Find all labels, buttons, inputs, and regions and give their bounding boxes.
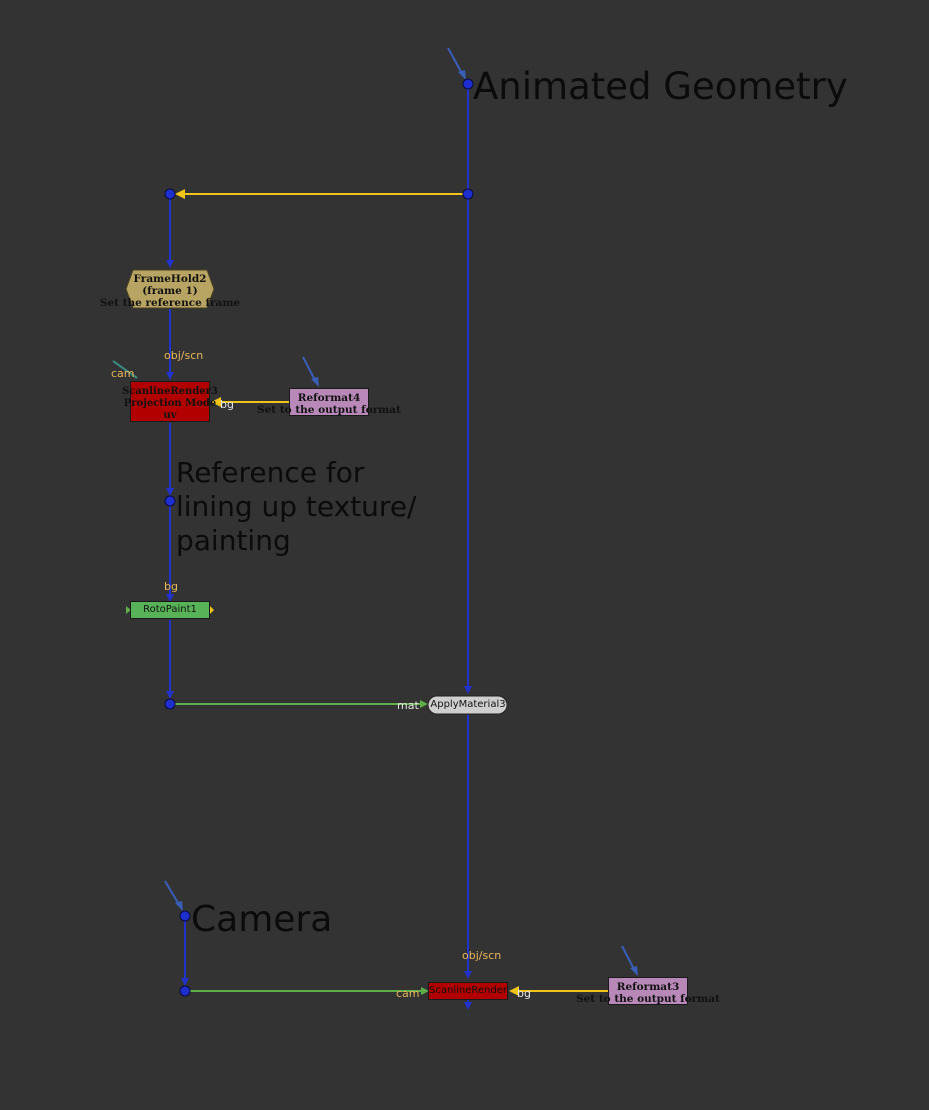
cam-input-arrow-top bbox=[112, 360, 138, 379]
scanlinerender3-node[interactable] bbox=[130, 381, 210, 422]
reformat4-label: Set to the output format bbox=[257, 404, 401, 416]
rotopaint1-node[interactable] bbox=[130, 601, 210, 619]
framehold2-node-shape[interactable] bbox=[125, 269, 215, 309]
sticky-note-reference[interactable]: Reference for lining up texture/ paintin… bbox=[176, 456, 417, 557]
port-label-bg-roto: bg bbox=[164, 580, 178, 593]
rotopaint1-input-arrow bbox=[126, 606, 131, 614]
port-label-cam-top: cam bbox=[111, 367, 135, 380]
sticky-note-camera[interactable]: Camera bbox=[191, 899, 333, 940]
scanlinerender3-mode: uv bbox=[163, 410, 177, 421]
reformat4-node[interactable] bbox=[289, 388, 369, 416]
port-label-obj-scn-bottom: obj/scn bbox=[462, 949, 502, 962]
applymaterial3-node-shape[interactable] bbox=[427, 695, 508, 715]
input-arrowhead-animated-geometry bbox=[458, 70, 466, 80]
dot-branch-left[interactable] bbox=[164, 188, 176, 200]
applymaterial3-name: ApplyMaterial3 bbox=[430, 699, 506, 710]
port-label-cam-bottom: cam bbox=[396, 987, 420, 1000]
port-label-bg-bottom: bg bbox=[517, 987, 531, 1000]
scanlinerender-bottom-name: ScanlineRender bbox=[429, 985, 507, 996]
rotopaint1-mask-arrow bbox=[210, 606, 214, 614]
framehold2-name: FrameHold2 bbox=[133, 273, 207, 285]
dot-animated-geometry[interactable] bbox=[462, 78, 474, 90]
dot-camera[interactable] bbox=[179, 910, 191, 922]
framehold2-info: (frame 1) bbox=[142, 285, 198, 297]
scanlinerender3-name: ScanlineRender3 bbox=[122, 386, 218, 397]
reformat3-name: Reformat3 bbox=[616, 981, 680, 993]
rotopaint1-name: RotoPaint1 bbox=[143, 604, 197, 615]
sticky-note-animated-geometry[interactable]: Animated Geometry bbox=[473, 65, 848, 108]
reformat3-node[interactable] bbox=[608, 977, 688, 1005]
reformat4-name: Reformat4 bbox=[297, 392, 361, 404]
dot-camera-out[interactable] bbox=[179, 985, 191, 997]
input-arrowhead-reformat4 bbox=[311, 377, 319, 387]
scanlinerender-bottom-node[interactable] bbox=[428, 982, 508, 1000]
scanlinerender3-info: Projection Mode bbox=[123, 398, 217, 409]
reformat3-label: Set to the output format bbox=[576, 993, 720, 1005]
input-arrowhead-reformat3 bbox=[630, 966, 638, 976]
dot-reference[interactable] bbox=[164, 495, 176, 507]
dot-roto-out[interactable] bbox=[164, 698, 176, 710]
input-arrowhead-camera bbox=[175, 901, 183, 911]
port-label-bg-top: bg bbox=[220, 398, 234, 411]
port-label-mat: mat bbox=[397, 699, 419, 712]
port-label-obj-scn-top: obj/scn bbox=[164, 349, 204, 362]
dot-branch-right[interactable] bbox=[462, 188, 474, 200]
framehold2-label: Set the reference frame bbox=[99, 297, 241, 309]
